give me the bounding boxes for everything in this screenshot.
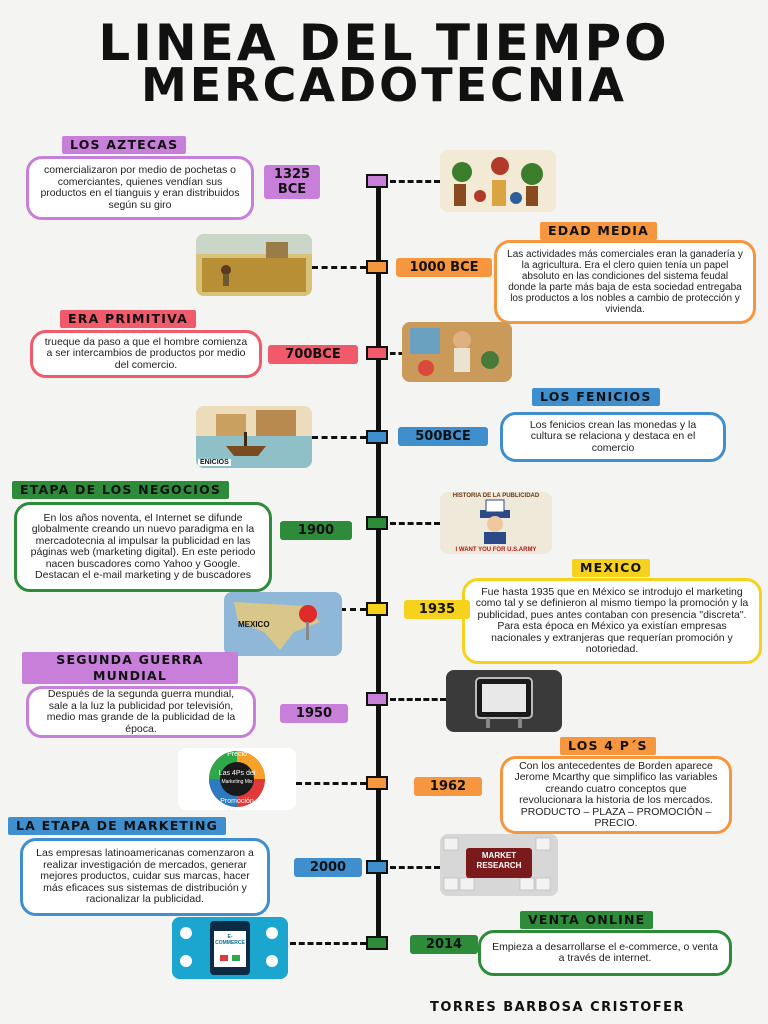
event-text-edad-media: Las actividades más comerciales eran la …: [494, 240, 756, 324]
year-badge-era-primitiva: 700BCE: [268, 345, 358, 364]
event-text-negocios: En los años noventa, el Internet se difu…: [14, 502, 272, 592]
year-badge-negocios: 1900: [280, 521, 352, 540]
ecommerce-caption: E-COMMERCE: [215, 934, 245, 946]
timeline-node-venta-online: [366, 936, 388, 950]
connector-negocios: [390, 522, 440, 525]
uncle-sam-poster-image: HISTORIA DE LA PUBLICIDAD I WANT YOU FOR…: [440, 492, 552, 554]
year-badge-mexico: 1935: [404, 600, 470, 619]
page-subtitle: MERCADOTECNIA: [140, 58, 628, 112]
connector-aztecas: [390, 180, 440, 183]
medieval-farming-image: [196, 234, 312, 296]
event-label-fenicios: LOS FENICIOS: [532, 388, 660, 406]
event-label-etapa-marketing: LA ETAPA DE MARKETING: [8, 817, 227, 835]
event-text-etapa-marketing: Las empresas latinoamericanas comenzaron…: [20, 838, 270, 916]
wheel-center-sub: Marketing Mix: [221, 779, 253, 785]
year-badge-segunda-guerra: 1950: [280, 704, 348, 723]
event-text-era-primitiva: trueque da paso a que el hombre comienza…: [30, 330, 262, 378]
year-badge-venta-online: 2014: [410, 935, 478, 954]
map-caption: MEXICO: [238, 620, 270, 629]
event-text-mexico: Fue hasta 1935 que en México se introduj…: [462, 578, 762, 664]
year-badge-fenicios: 500BCE: [398, 427, 488, 446]
phoenician-port-image: ENICIOS: [196, 406, 312, 468]
mexico-map-image: MEXICO: [224, 592, 342, 656]
vintage-television-image: [446, 670, 562, 732]
timeline-node-aztecas: [366, 174, 388, 188]
year-badge-4ps: 1962: [414, 777, 482, 796]
timeline-node-edad-media: [366, 260, 388, 274]
poster-caption-top: HISTORIA DE LA PUBLICIDAD: [452, 493, 540, 499]
wheel-center-title: Las 4Ps del: [218, 770, 256, 777]
event-text-segunda-guerra: Después de la segunda guerra mundial, sa…: [26, 686, 256, 738]
event-text-4ps: Con los antecedentes de Borden aparece J…: [500, 756, 732, 834]
event-label-4ps: LOS 4 P´S: [560, 737, 656, 755]
timeline-node-mexico: [366, 602, 388, 616]
aztec-illustration-image: [440, 150, 556, 212]
barter-illustration-image: [402, 322, 512, 382]
author-name: TORRES BARBOSA CRISTOFER: [430, 1000, 686, 1015]
year-badge-edad-media: 1000 BCE: [396, 258, 492, 277]
event-text-fenicios: Los fenicios crean las monedas y la cult…: [500, 412, 726, 462]
wheel-label-promocion: Promoción: [220, 798, 254, 805]
timeline-axis: [376, 180, 381, 950]
event-label-negocios: ETAPA DE LOS NEGOCIOS: [12, 481, 230, 499]
connector-etapa-marketing: [390, 866, 440, 869]
timeline-node-segunda-guerra: [366, 692, 388, 706]
event-label-venta-online: VENTA ONLINE: [520, 911, 654, 929]
timeline-node-era-primitiva: [366, 346, 388, 360]
connector-edad-media: [312, 266, 366, 269]
year-badge-etapa-marketing: 2000: [294, 858, 362, 877]
timeline-node-negocios: [366, 516, 388, 530]
connector-era-primitiva: [390, 352, 404, 355]
phoenician-image-caption: ENICIOS: [198, 459, 231, 466]
event-label-segunda-guerra: SEGUNDA GUERRA MUNDIAL: [22, 652, 238, 684]
connector-segunda-guerra: [390, 698, 446, 701]
event-label-era-primitiva: ERA PRIMITIVA: [60, 310, 196, 328]
ecommerce-phone-image: E-COMMERCE: [172, 917, 288, 979]
timeline-node-4ps: [366, 776, 388, 790]
market-research-image: MARKET RESEARCH: [440, 834, 558, 896]
four-ps-wheel-image: Las 4Ps del Marketing Mix Precio Promoci…: [178, 748, 296, 810]
event-label-edad-media: EDAD MEDIA: [540, 222, 657, 240]
event-text-aztecas: comercializaron por medio de pochetas o …: [26, 156, 254, 220]
connector-mexico: [340, 608, 366, 611]
connector-venta-online: [290, 942, 366, 945]
connector-fenicios: [312, 436, 366, 439]
event-label-aztecas: LOS AZTECAS: [62, 136, 187, 154]
timeline-node-etapa-marketing: [366, 860, 388, 874]
wheel-label-precio: Precio: [227, 751, 247, 758]
event-label-mexico: MEXICO: [572, 559, 651, 577]
page-title: LINEA DEL TIEMPO: [98, 14, 670, 72]
year-badge-aztecas: 1325 BCE: [264, 165, 320, 199]
poster-caption-bottom: I WANT YOU FOR U.S.ARMY: [455, 547, 537, 553]
connector-4ps: [296, 782, 366, 785]
market-research-caption: MARKET RESEARCH: [476, 851, 522, 870]
event-text-venta-online: Empieza a desarrollarse el e-commerce, o…: [478, 930, 732, 976]
timeline-node-fenicios: [366, 430, 388, 444]
